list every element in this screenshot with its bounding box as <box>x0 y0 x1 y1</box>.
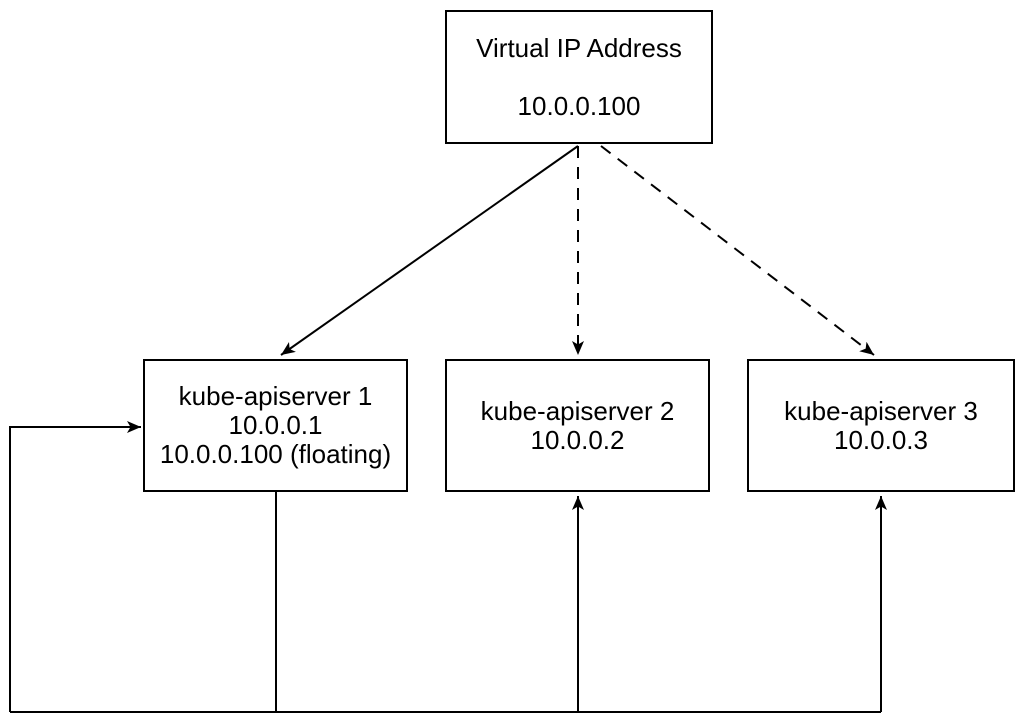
node-k1-floating-ip: 10.0.0.100 (floating) <box>159 439 392 469</box>
node-k2-title: kube-apiserver 2 <box>480 395 675 426</box>
node-kube-apiserver-2: kube-apiserver 2 10.0.0.2 <box>445 359 710 492</box>
node-virtual-ip-title: Virtual IP Address <box>476 32 682 63</box>
edge-vip-to-k1 <box>280 145 579 356</box>
node-k1-title: kube-apiserver 1 <box>178 381 373 411</box>
node-kube-apiserver-3: kube-apiserver 3 10.0.0.3 <box>747 359 1015 492</box>
edge-vip-to-k3 <box>600 145 875 356</box>
node-virtual-ip-value: 10.0.0.100 <box>517 90 641 121</box>
node-virtual-ip-address: Virtual IP Address 10.0.0.100 <box>445 10 713 144</box>
node-kube-apiserver-1: kube-apiserver 1 10.0.0.1 10.0.0.100 (fl… <box>143 359 408 492</box>
node-k3-ip: 10.0.0.3 <box>834 424 928 455</box>
node-k3-title: kube-apiserver 3 <box>784 395 978 426</box>
edge-loop-to-k1-left <box>9 421 141 712</box>
node-k1-ip: 10.0.0.1 <box>228 410 323 440</box>
node-k2-ip: 10.0.0.2 <box>530 424 625 455</box>
